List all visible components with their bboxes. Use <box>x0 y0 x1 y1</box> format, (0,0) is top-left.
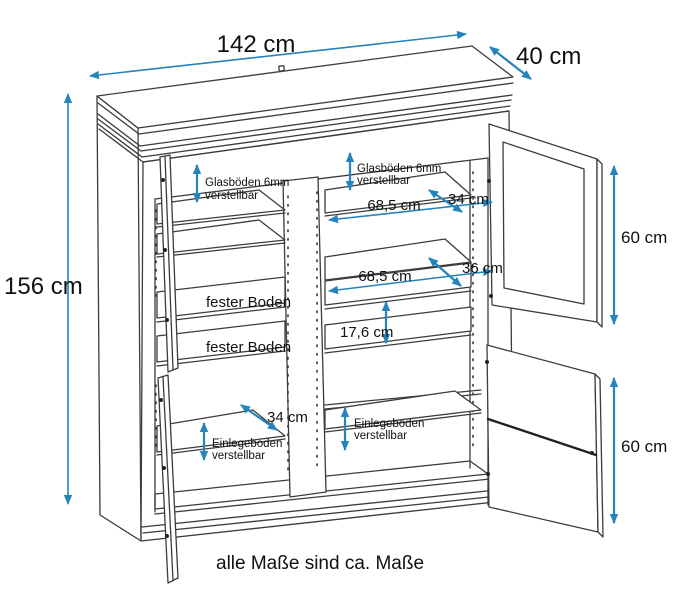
glass-shelf-depth-arrow <box>428 189 463 213</box>
keyhole-mark <box>278 64 285 72</box>
upper-left-door-open <box>159 154 179 373</box>
text-labels: 142 cm 40 cm 156 cm Glasböden 6mm verste… <box>4 31 667 574</box>
plinth-rail <box>142 494 509 534</box>
adjustable-shelf-right-label-line1: Einlegeboden <box>354 418 424 430</box>
mid-shelf-depth-arrow <box>428 257 462 287</box>
lower-panel-door <box>486 344 604 538</box>
inner-width-top-label: 68,5 cm <box>367 197 420 214</box>
glass-shelf-depth-label: 34 cm <box>448 191 489 208</box>
note-text: alle Maße sind ca. Maße <box>216 553 424 574</box>
left-side-panel <box>96 95 142 542</box>
adjustable-shelf-left-label-line2: verstellbar <box>212 450 265 462</box>
adjustable-shelf-left-label-line1: Einlegeboden <box>212 438 282 450</box>
glass-shelf <box>156 189 286 225</box>
glass-shelf-right-label-line2: verstellbar <box>357 175 410 187</box>
lower-door-height-label: 60 cm <box>621 437 667 456</box>
inner-width-mid-line <box>328 267 493 295</box>
fixed-shelf <box>156 320 286 363</box>
door-division-line <box>486 417 598 457</box>
door-edge <box>596 158 603 328</box>
adjustable-shelf <box>324 390 482 430</box>
mid-shelf-depth-label: 36 cm <box>462 260 503 277</box>
height-dimension-label: 156 cm <box>4 273 83 300</box>
bottom-panel <box>154 460 489 510</box>
compartment-height-label: 17,6 cm <box>340 324 393 341</box>
glass-shelf-left-label-line2: verstellbar <box>205 190 258 202</box>
lower-shelf-depth-label: 34 cm <box>267 409 308 426</box>
upper-door-height-label: 60 cm <box>621 228 667 247</box>
cabinet-line-art <box>96 45 604 584</box>
lower-shelf-depth-arrow <box>240 404 278 431</box>
width-dimension-line <box>89 30 467 80</box>
fixed-shelf-upper-label: fester Boden <box>206 294 291 311</box>
inner-width-top-line <box>328 198 493 224</box>
inner-width-mid-label: 68,5 cm <box>358 268 411 285</box>
fixed-shelf <box>324 306 472 350</box>
fixed-shelf <box>156 276 286 319</box>
center-partition <box>282 176 327 498</box>
depth-dimension-line <box>489 46 532 80</box>
depth-dimension-label: 40 cm <box>516 43 581 70</box>
dimension-annotations <box>63 30 619 524</box>
upper-glass-door <box>488 123 603 328</box>
glass-shelf-left-label-line1: Glasböden 6mm <box>205 177 289 189</box>
shelf-pin-holes <box>155 171 474 471</box>
hinge-marks <box>159 178 594 538</box>
fixed-shelf-lower-label: fester Boden <box>206 339 291 356</box>
adjustable-shelf-right-label-line2: verstellbar <box>354 430 407 442</box>
lower-left-door-open <box>157 374 179 584</box>
glass-pane <box>502 141 585 305</box>
width-dimension-label: 142 cm <box>217 31 296 58</box>
glass-shelf <box>156 219 286 255</box>
glass-shelf-right-label-line1: Glasböden 6mm <box>357 163 441 175</box>
door-edge <box>594 373 604 538</box>
plinth-rail <box>141 488 507 528</box>
